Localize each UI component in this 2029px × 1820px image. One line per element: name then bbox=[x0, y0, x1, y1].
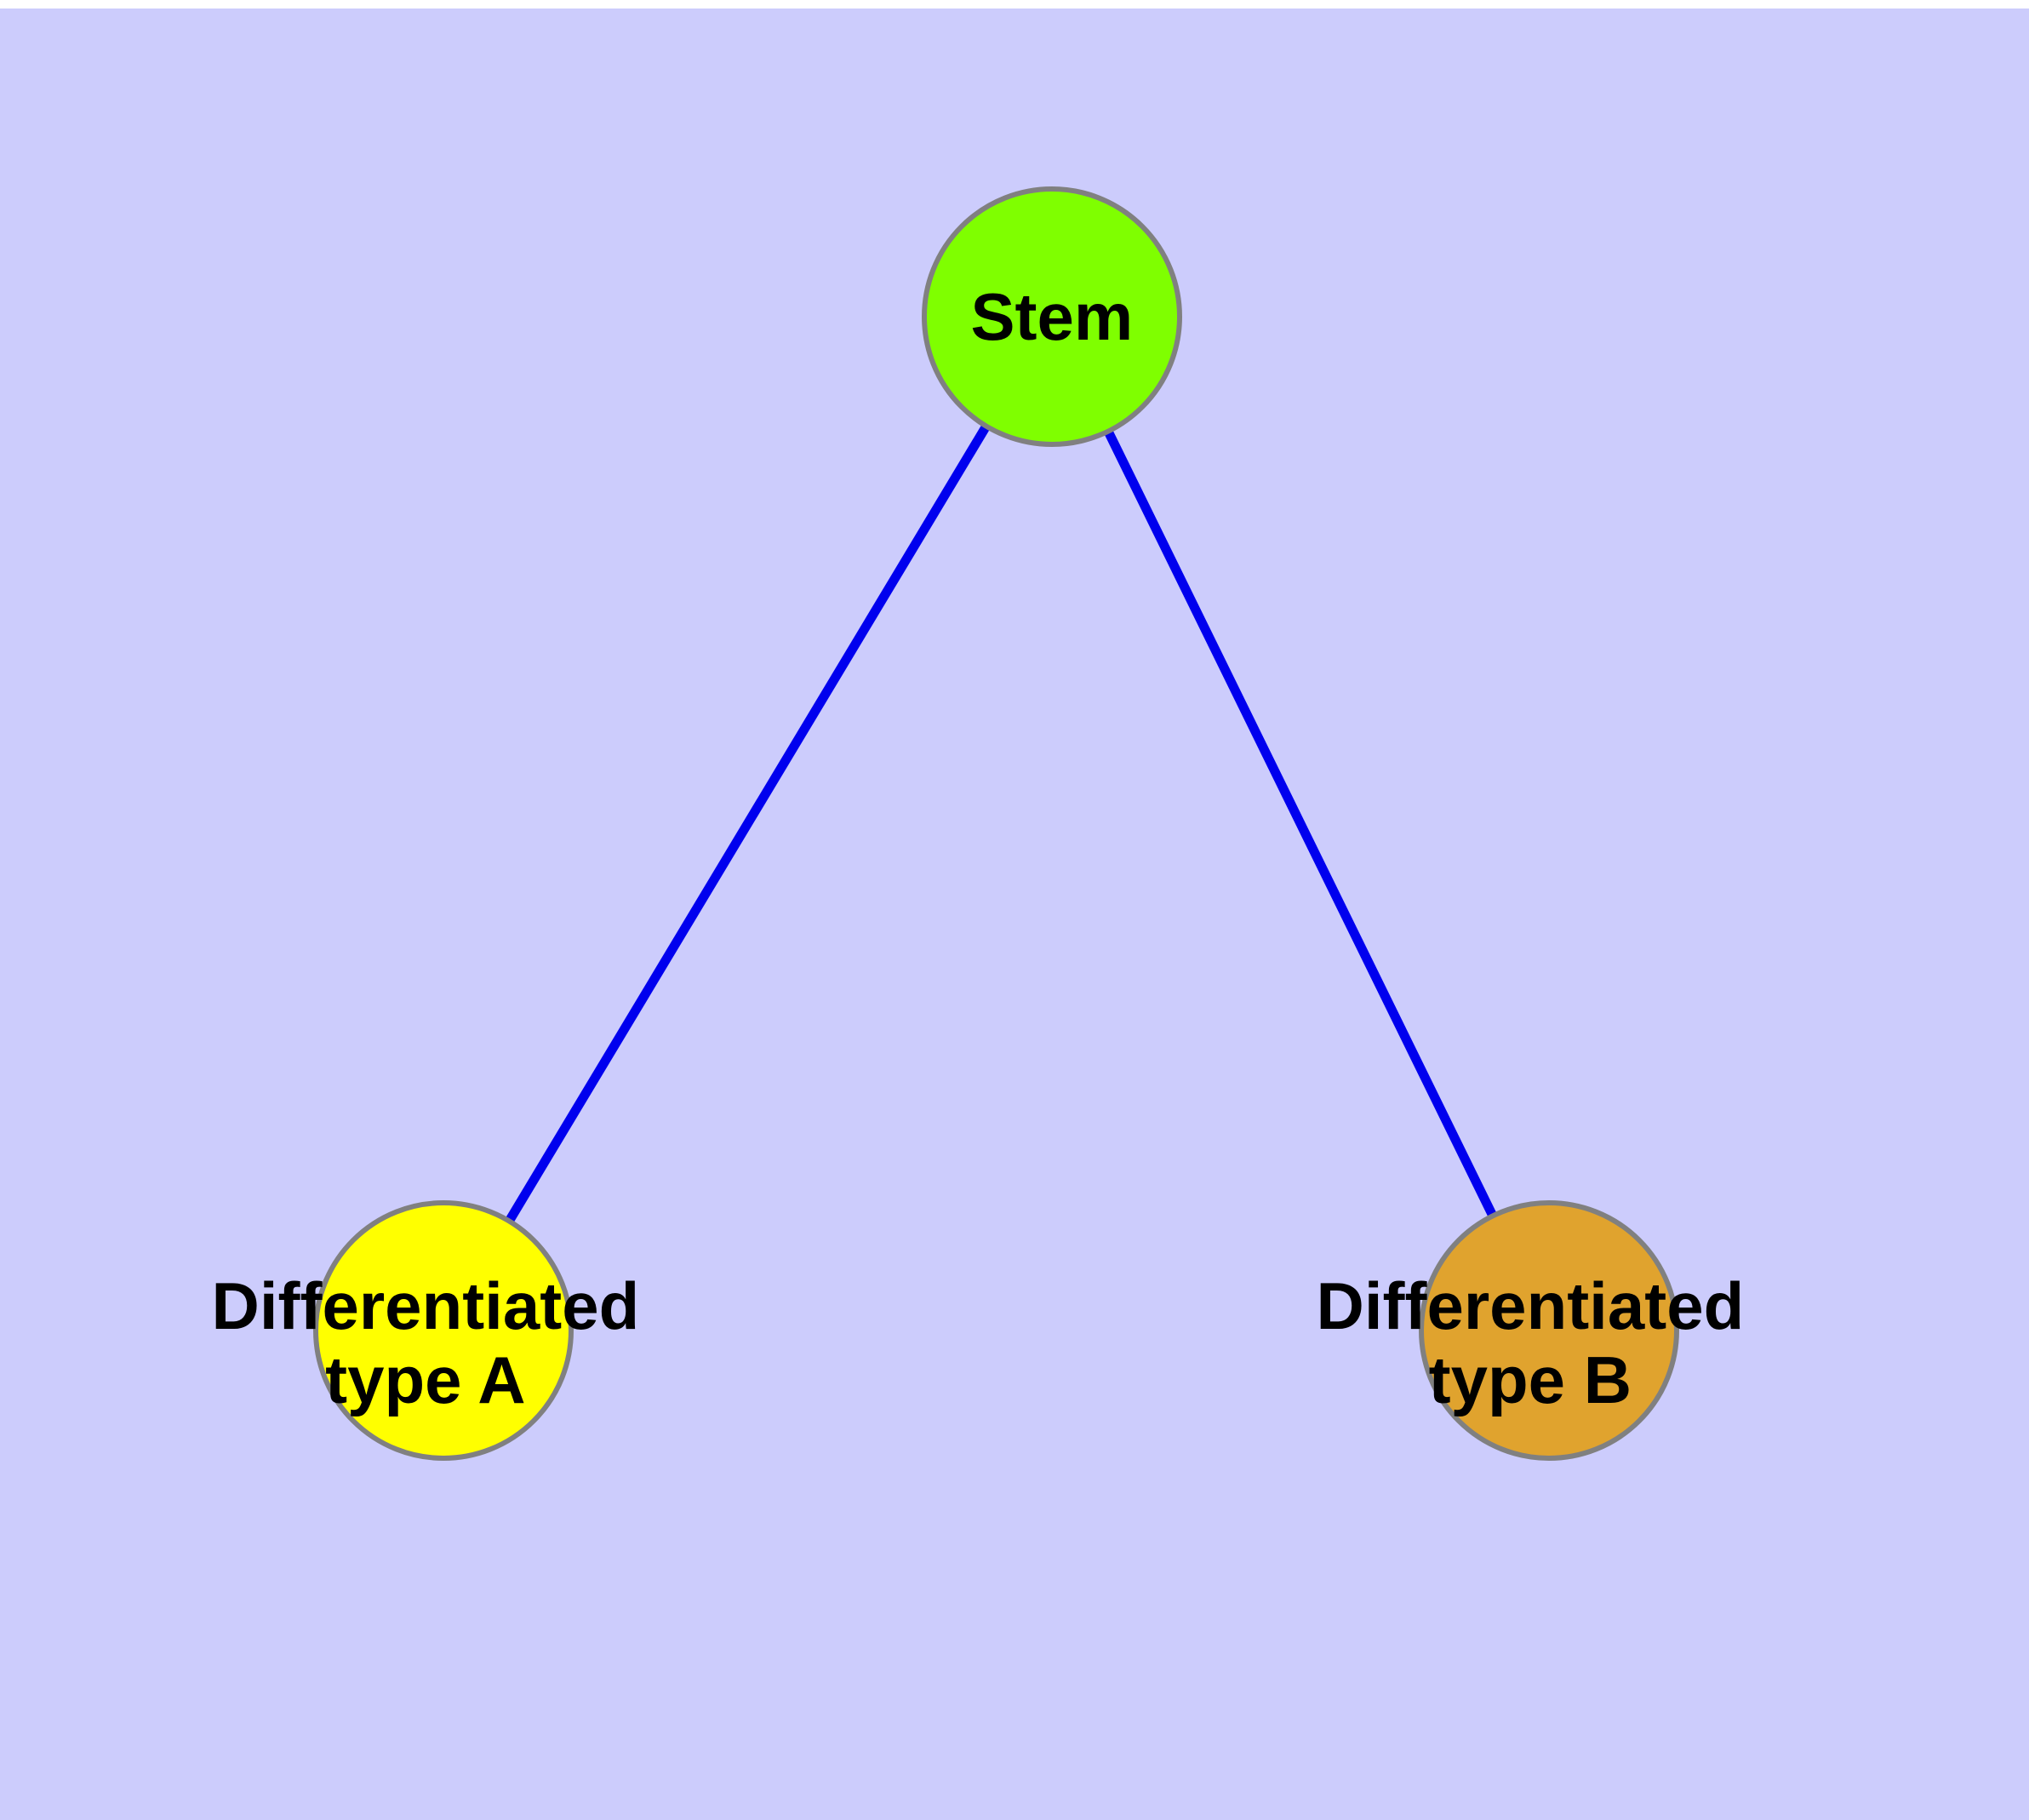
edges-group bbox=[504, 422, 1498, 1225]
graph-edge-stem-to-diff-b bbox=[1103, 427, 1498, 1220]
graph-node-stem[interactable] bbox=[922, 186, 1182, 447]
graph-edge-stem-to-diff-a bbox=[504, 422, 992, 1225]
graph-node-diff-a[interactable] bbox=[313, 1200, 574, 1461]
nodes-group bbox=[313, 186, 1679, 1461]
graph-node-diff-b[interactable] bbox=[1419, 1200, 1679, 1461]
